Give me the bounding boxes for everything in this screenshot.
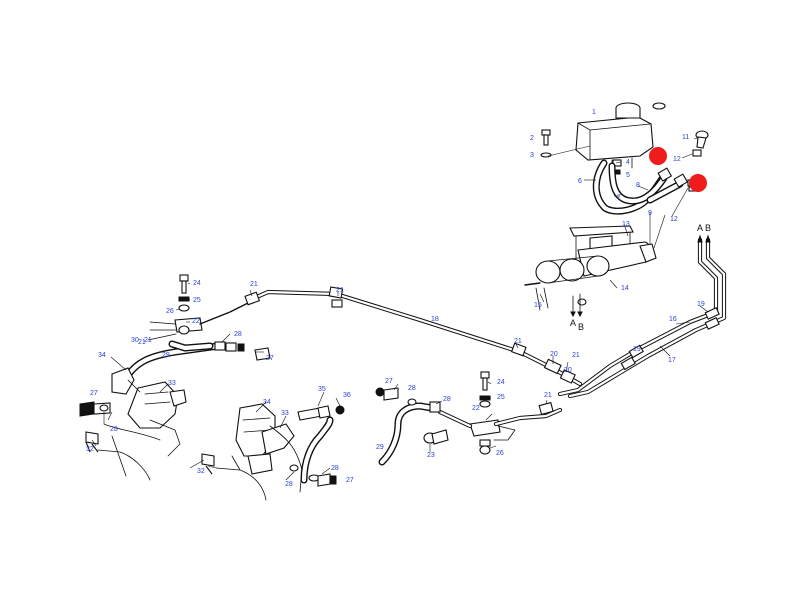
part-label-30: 30 — [131, 337, 139, 344]
tee-piece-22-left — [147, 274, 261, 341]
bolt-2 — [540, 129, 552, 158]
part-label-5: 5 — [626, 172, 630, 179]
callout-leaders — [91, 137, 699, 481]
hose-29-middle — [289, 416, 337, 487]
arrow-ab-bottom — [570, 293, 583, 318]
hoses-6-7 — [592, 159, 689, 215]
part-label-27-rear: 27 — [385, 378, 393, 385]
part-label-33-left: 33 — [168, 380, 176, 387]
part-label-4: 4 — [626, 159, 630, 166]
caliper-33-34-left — [79, 367, 187, 481]
part-label-21-c: 21 — [514, 338, 522, 345]
part-label-32-mid: 32 — [197, 468, 205, 475]
part-label-26-rear: 26 — [496, 450, 504, 457]
part-label-32-left: 32 — [86, 446, 94, 453]
part-label-28-b: 28 — [110, 426, 118, 433]
part-label-20-b: 20 — [564, 367, 572, 374]
part-label-9: 9 — [648, 210, 652, 217]
part-label-27-left: 27 — [266, 355, 274, 362]
part-label-35: 35 — [318, 386, 326, 393]
reservoir — [575, 102, 666, 171]
part-label-29-rear: 29 — [376, 444, 384, 451]
part-label-12-top: 12 — [673, 156, 681, 163]
main-pipe-18 — [247, 286, 583, 387]
part-label-25-rear: 25 — [497, 394, 505, 401]
part-label-27-mid: 27 — [346, 477, 354, 484]
part-label-14: 14 — [621, 285, 629, 292]
part-label-17: 17 — [668, 357, 676, 364]
part-label-7: 7 — [617, 194, 621, 201]
hose-29-left — [121, 340, 271, 384]
part-label-15: 15 — [534, 302, 542, 309]
part-label-33-mid: 33 — [281, 410, 289, 417]
arrow-a-bottom-label: A — [570, 318, 576, 328]
highlight-marker-upper — [649, 147, 667, 165]
part-label-20: 20 — [550, 351, 558, 358]
part-number-labels: 1 2 3 4 5 6 7 8 9 11 12 12 13 14 15 16 1… — [86, 109, 705, 488]
part-label-2: 2 — [530, 135, 534, 142]
arrow-b-top-label: B — [705, 223, 711, 233]
part-label-8: 8 — [636, 182, 640, 189]
part-label-13: 13 — [622, 221, 630, 228]
part-label-12-bottom: 12 — [670, 216, 678, 223]
part-label-21-e: 21 — [544, 392, 552, 399]
arrow-a-top-label: A — [697, 223, 703, 233]
part-label-1: 1 — [592, 109, 596, 116]
part-label-3: 3 — [530, 152, 534, 159]
part-label-22-rear: 22 — [472, 405, 480, 412]
part-label-21-d: 21 — [572, 352, 580, 359]
part-label-26-left: 26 — [166, 308, 174, 315]
highlight-marker-lower — [689, 174, 707, 192]
part-label-24-rear: 24 — [497, 379, 505, 386]
part-label-29-left: 29 — [162, 352, 170, 359]
part-label-21-b: 21 — [336, 287, 344, 294]
part-label-18: 18 — [431, 316, 439, 323]
arrow-ab-top — [697, 234, 711, 243]
part-label-6: 6 — [578, 178, 582, 185]
part-label-21-f: 21 — [144, 337, 152, 344]
part-label-21-g: 21 — [138, 339, 146, 346]
part-label-19-right: 19 — [697, 301, 705, 308]
part-label-28-f: 28 — [285, 481, 293, 488]
part-label-21-a: 21 — [250, 281, 258, 288]
part-label-28-e: 28 — [331, 465, 339, 472]
part-label-36: 36 — [343, 392, 351, 399]
arrow-b-bottom-label: B — [578, 322, 584, 332]
part-label-28-a: 28 — [234, 331, 242, 338]
servo-13-14 — [524, 225, 657, 311]
part-label-34-mid: 34 — [263, 399, 271, 406]
rear-tee-22 — [423, 371, 563, 455]
part-label-25-left: 25 — [193, 297, 201, 304]
caliper-33-34-middle — [201, 403, 345, 501]
part-label-24-left: 24 — [193, 280, 201, 287]
part-label-16: 16 — [669, 316, 677, 323]
part-label-22-left: 22 — [192, 318, 200, 325]
part-label-28-d: 28 — [443, 396, 451, 403]
part-label-27-far-left: 27 — [90, 390, 98, 397]
part-label-11: 11 — [682, 134, 689, 141]
part-label-19-mid: 19 — [633, 346, 641, 353]
part-label-28-c: 28 — [408, 385, 416, 392]
part-label-34-left: 34 — [98, 352, 106, 359]
part-label-23: 23 — [427, 452, 435, 459]
hose-29-rear — [375, 387, 441, 466]
